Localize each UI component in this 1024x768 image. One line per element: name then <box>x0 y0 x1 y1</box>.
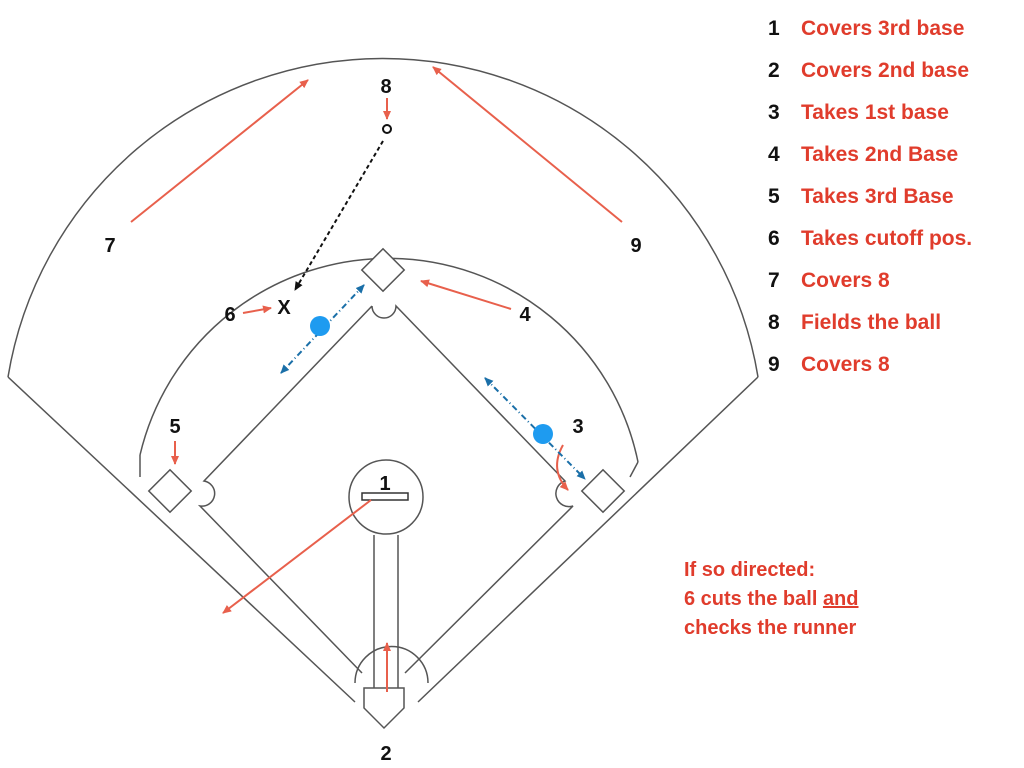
legend-text: Takes 1st base <box>801 101 949 124</box>
legend-row: 6 Takes cutoff pos. <box>764 218 1022 260</box>
runner-marker-second <box>310 316 330 336</box>
position-label-7: 7 <box>104 235 115 257</box>
legend-number: 9 <box>768 353 780 376</box>
legend-row: 7 Covers 8 <box>764 260 1022 302</box>
left-foul-line <box>7 376 356 703</box>
runner-path-second <box>280 284 365 374</box>
legend-row: 8 Fields the ball <box>764 302 1022 344</box>
second-base <box>360 247 406 293</box>
legend-text: Covers 8 <box>801 353 890 376</box>
legend-text: Covers 3rd base <box>801 17 965 40</box>
legend-number: 8 <box>768 311 780 334</box>
legend-number: 5 <box>768 185 780 208</box>
ball-position <box>382 124 392 134</box>
legend-text: Takes 2nd Base <box>801 143 959 166</box>
legend-text: Takes 3rd Base <box>801 185 954 208</box>
home-plate <box>363 687 405 730</box>
legend-text: Covers 2nd base <box>801 59 970 82</box>
legend-number: 6 <box>768 227 780 250</box>
directive-note: If so directed: 6 cuts the ball and chec… <box>684 556 859 643</box>
infield-arc-right-end <box>629 461 639 478</box>
assignment-legend: 1 Covers 3rd base 2 Covers 2nd base 3 Ta… <box>764 8 1022 386</box>
position-label-2: 2 <box>380 743 391 765</box>
position-label-1: 1 <box>379 473 390 495</box>
note-line-2: 6 cuts the ball and <box>684 585 859 614</box>
right-foul-line <box>417 376 759 703</box>
legend-row: 1 Covers 3rd base <box>764 8 1022 50</box>
cutoff-x-marker: X <box>277 297 291 319</box>
legend-row: 4 Takes 2nd Base <box>764 134 1022 176</box>
position-label-9: 9 <box>630 235 641 257</box>
legend-number: 7 <box>768 269 780 292</box>
legend-number: 4 <box>768 143 780 166</box>
home-plate-circle <box>354 645 429 684</box>
legend-number: 2 <box>768 59 780 82</box>
runner-marker-first <box>533 424 553 444</box>
legend-row: 3 Takes 1st base <box>764 92 1022 134</box>
legend-number: 3 <box>768 101 780 124</box>
legend-row: 2 Covers 2nd base <box>764 50 1022 92</box>
first-base <box>580 468 626 514</box>
third-base <box>147 468 193 514</box>
legend-number: 1 <box>768 17 780 40</box>
position-label-5: 5 <box>169 416 180 438</box>
legend-text: Fields the ball <box>801 311 942 334</box>
pitchers-rubber <box>361 492 409 501</box>
throw-path <box>294 140 384 291</box>
note-line-3: checks the runner <box>684 617 857 639</box>
legend-text: Covers 8 <box>801 269 890 292</box>
note-line-2-text: 6 cuts the ball <box>684 588 823 610</box>
position-label-4: 4 <box>519 304 531 326</box>
note-emphasis: and <box>822 588 859 610</box>
outfield-fence <box>7 57 759 378</box>
position-label-8: 8 <box>380 76 391 98</box>
position-label-6: 6 <box>224 304 235 326</box>
arrow-pitcher <box>222 499 372 614</box>
position-label-3: 3 <box>572 416 583 438</box>
legend-text: Takes cutoff pos. <box>801 227 973 250</box>
legend-row: 5 Takes 3rd Base <box>764 176 1022 218</box>
runner-path-first <box>484 377 586 480</box>
arrow-right-fielder <box>432 66 623 223</box>
arrow-second-baseman <box>420 279 512 310</box>
infield-grass-edge <box>197 304 574 674</box>
infield-arc <box>139 257 639 463</box>
arrow-left-fielder <box>130 79 309 223</box>
legend-row: 9 Covers 8 <box>764 344 1022 386</box>
arrow-shortstop <box>242 305 272 314</box>
note-line-1: If so directed: <box>684 559 816 581</box>
